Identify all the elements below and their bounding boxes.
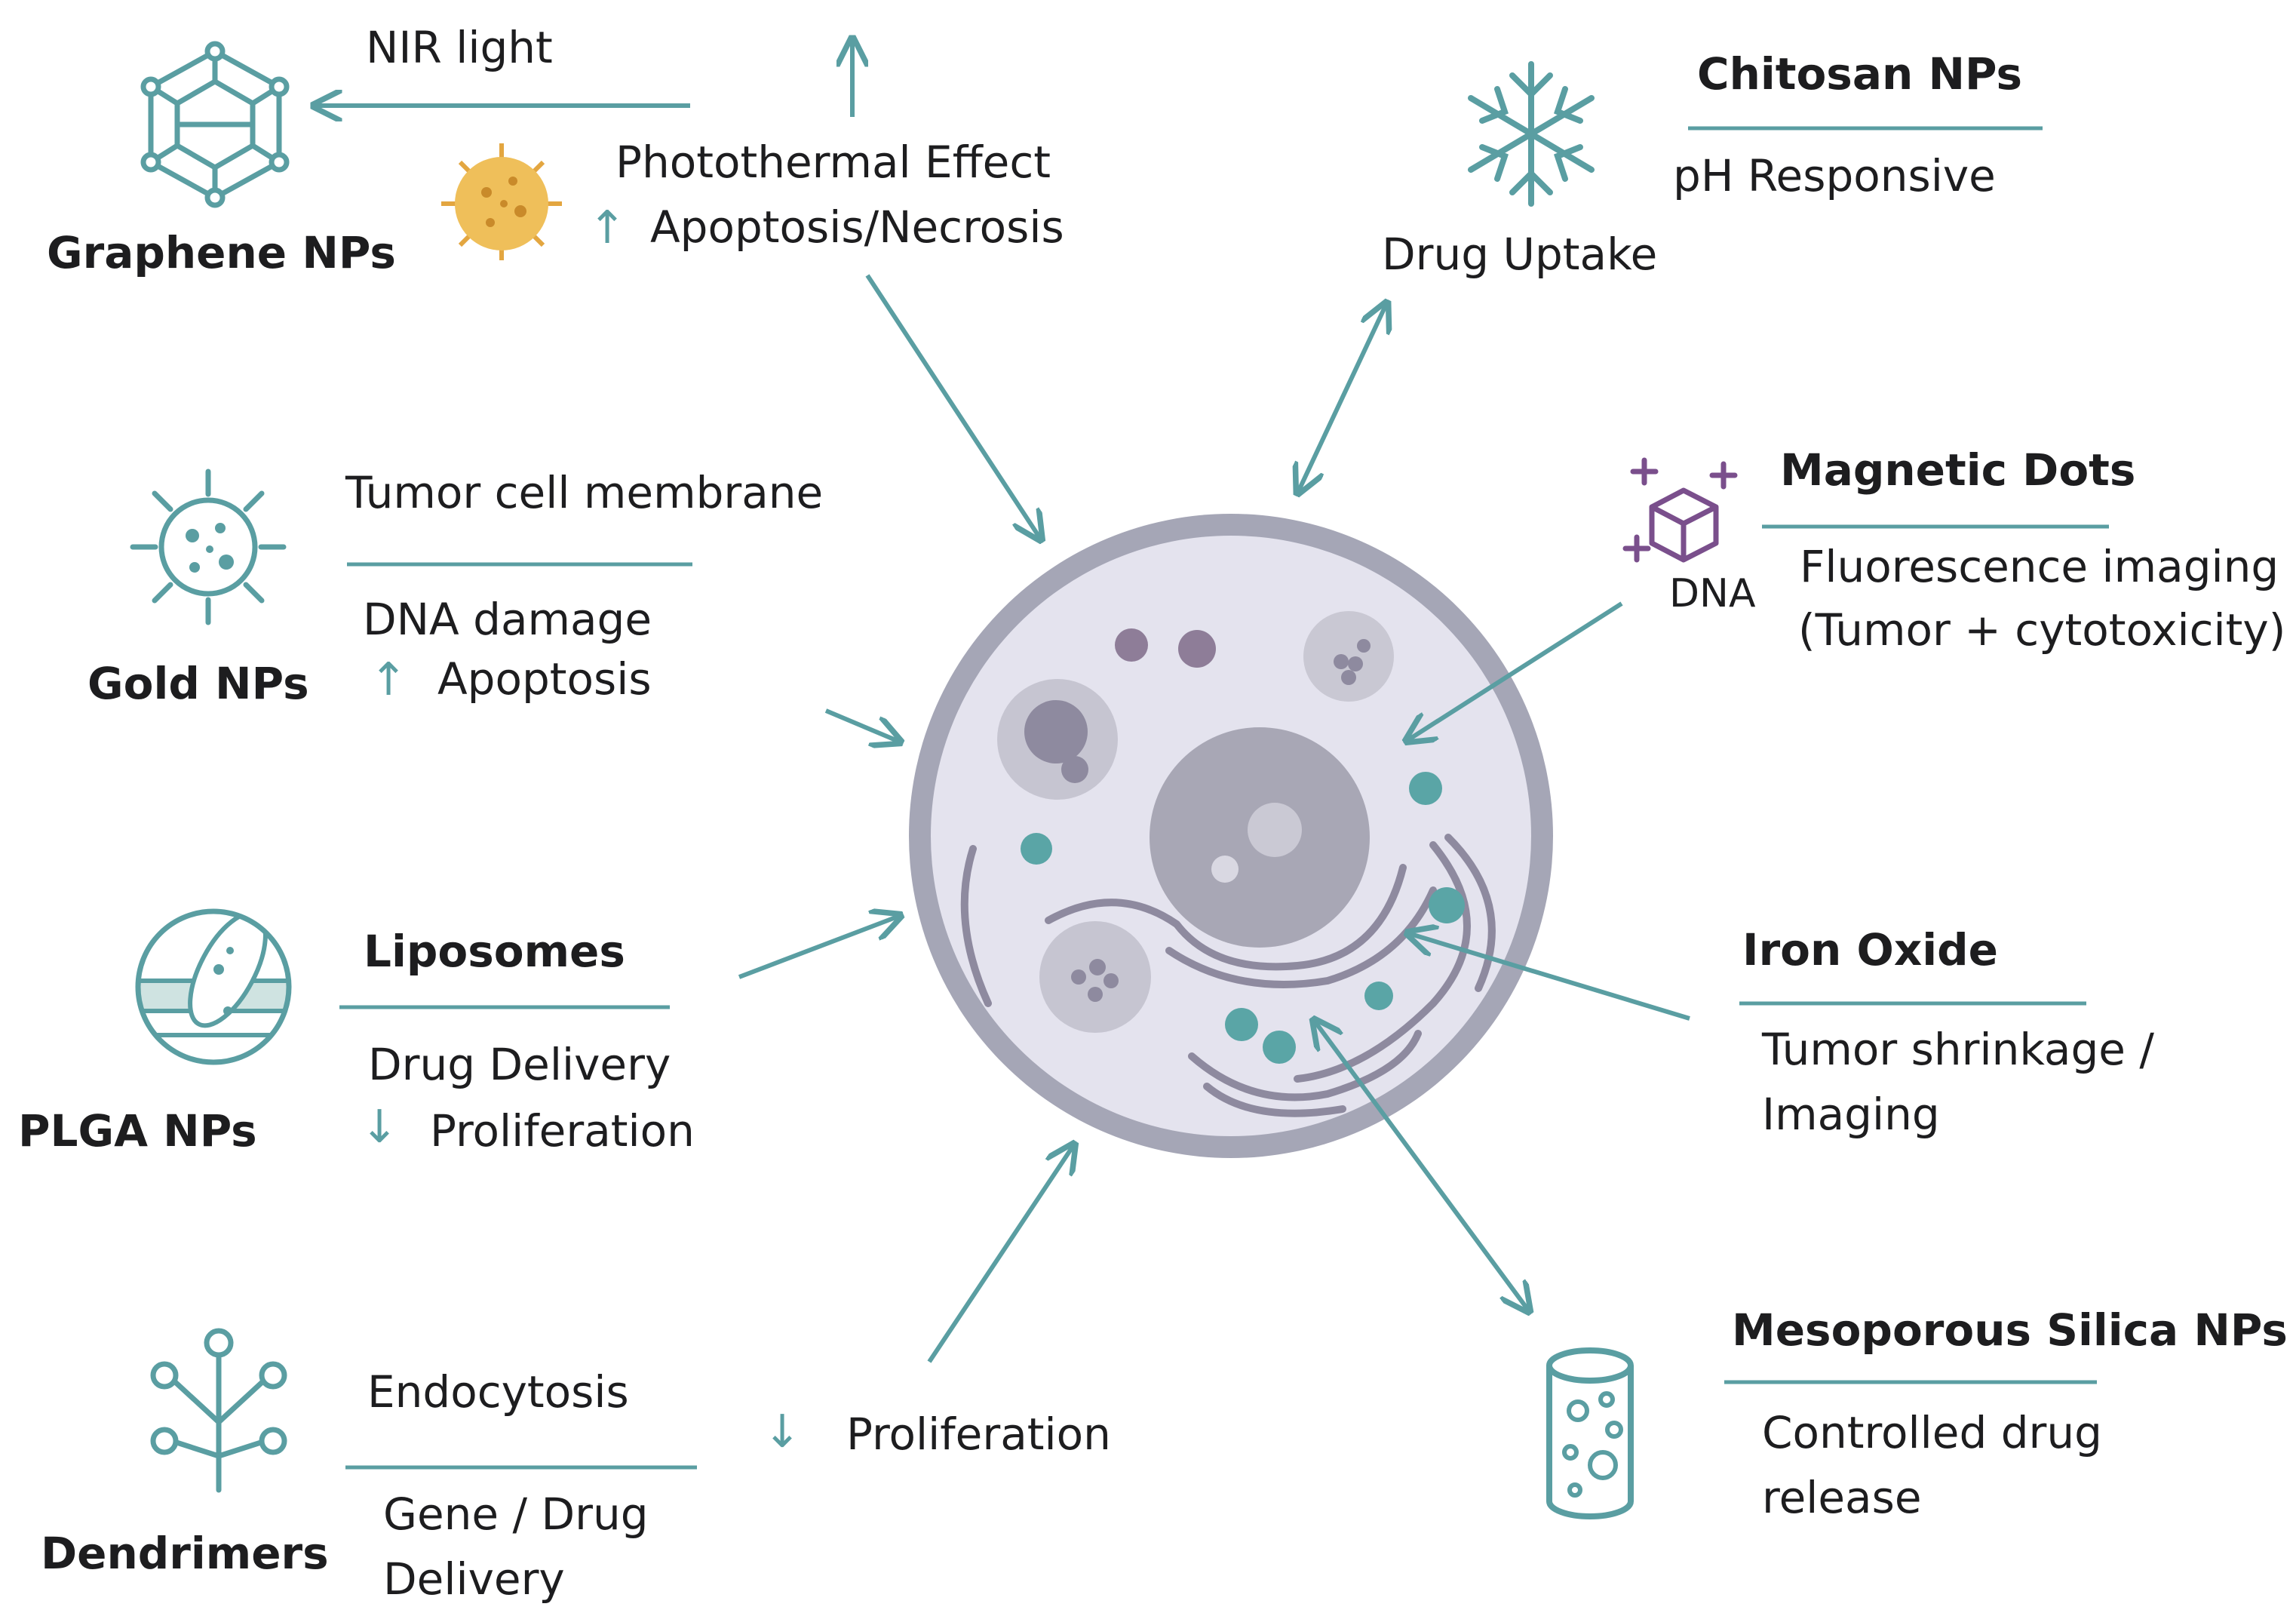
mesoporous-title: Mesoporous Silica NPs	[1732, 1304, 2288, 1356]
endocytosis-label: Endocytosis	[367, 1366, 629, 1418]
apoptosis-necrosis-label: Apoptosis/Necrosis	[650, 201, 1064, 253]
fluorescence-label-2: (Tumor + cytotoxicity)	[1798, 604, 2286, 656]
sun-nanoparticle-icon	[441, 143, 562, 260]
snowflake-icon	[1468, 61, 1595, 207]
graphene-title: Graphene NPs	[47, 227, 396, 278]
arrows	[317, 41, 1690, 1363]
dna-label: DNA	[1669, 571, 1756, 616]
dendrimers-title: Dendrimers	[41, 1528, 329, 1579]
down-arrow-icon: ↓	[763, 1406, 802, 1458]
photothermal-label: Photothermal Effect	[615, 137, 1051, 188]
vesicle-bottom-left	[1039, 921, 1151, 1033]
apoptosis-label: Apoptosis	[437, 653, 652, 705]
ph-responsive-label: pH Responsive	[1673, 150, 1996, 201]
gold-nanoparticle-icon	[130, 469, 287, 625]
divider-lines	[339, 126, 2109, 1470]
chitosan-title: Chitosan NPs	[1697, 48, 2023, 100]
cube-icon	[1622, 457, 1738, 563]
down-arrow-icon: ↓	[361, 1101, 399, 1154]
cylinder-icon	[1546, 1347, 1634, 1519]
proliferation-bottom-label: Proliferation	[846, 1409, 1111, 1460]
drug-uptake-label: Drug Uptake	[1382, 229, 1658, 280]
gene-drug-label-2: Delivery	[383, 1553, 565, 1605]
tumor-membrane-label: Tumor cell membrane	[345, 467, 824, 518]
graphene-icon	[140, 41, 290, 208]
nir-light-label: NIR light	[366, 22, 553, 73]
liposomes-title: Liposomes	[364, 926, 625, 977]
drug-delivery-label: Drug Delivery	[368, 1039, 671, 1090]
magnetic-dots-title: Magnetic Dots	[1780, 444, 2136, 496]
tumor-cell	[909, 514, 1553, 1158]
gene-drug-label-1: Gene / Drug	[383, 1489, 649, 1540]
iron-oxide-title: Iron Oxide	[1742, 924, 1998, 975]
tumor-shrinkage-label-1: Tumor shrinkage /	[1762, 1024, 2154, 1075]
plga-nanoparticle-icon	[135, 908, 292, 1065]
dendrimer-icon	[150, 1328, 287, 1493]
controlled-release-label-1: Controlled drug	[1762, 1407, 2102, 1458]
up-arrow-icon: ↑	[370, 653, 408, 706]
dna-damage-label: DNA damage	[363, 594, 652, 645]
up-arrow-icon: ↑	[588, 201, 627, 254]
fluorescence-label-1: Fluorescence imaging	[1800, 541, 2279, 592]
plga-title: PLGA NPs	[18, 1105, 257, 1157]
controlled-release-label-2: release	[1762, 1472, 1922, 1523]
gold-title: Gold NPs	[87, 658, 309, 709]
tumor-shrinkage-label-2: Imaging	[1762, 1089, 1940, 1140]
vesicle-top-right	[1303, 611, 1394, 702]
proliferation-label: Proliferation	[430, 1105, 695, 1157]
